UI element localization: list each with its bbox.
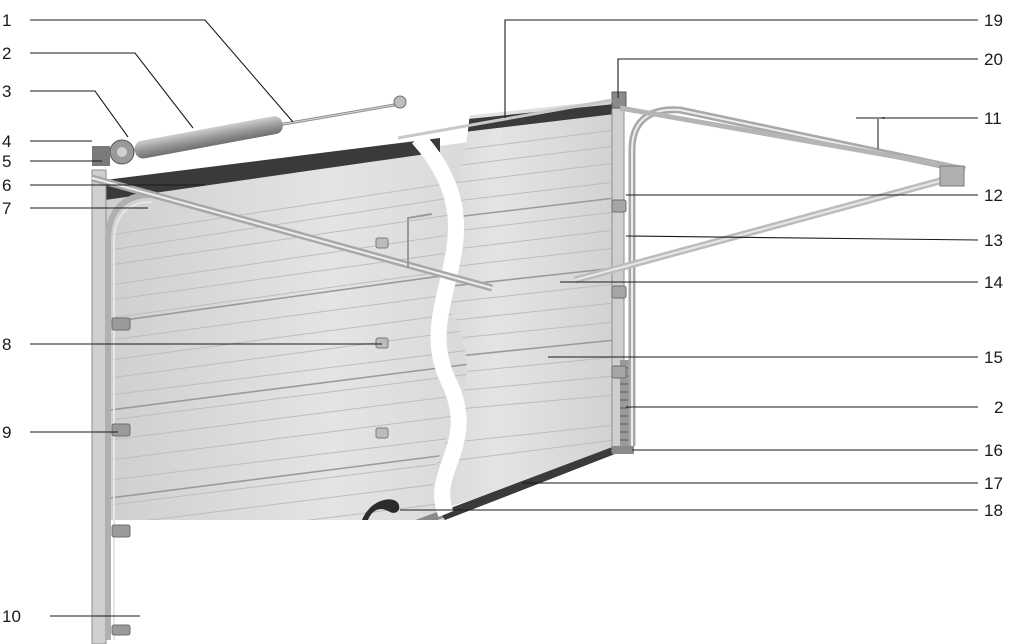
panel-ribs-right (433, 129, 616, 471)
section-cut-band (412, 132, 467, 518)
right-hinges (611, 199, 627, 379)
leader-lines (30, 19, 979, 617)
lock-rod (407, 213, 433, 268)
callout-14: 14 (984, 273, 1003, 292)
right-frame (611, 91, 634, 454)
section-joints-left (109, 271, 471, 499)
callout-18: 18 (984, 501, 1003, 520)
callout-8: 8 (2, 335, 11, 354)
callout-9: 9 (2, 423, 11, 442)
callout-15: 15 (984, 348, 1003, 367)
callout-20: 20 (984, 50, 1003, 69)
callout-7: 7 (2, 199, 11, 218)
callout-6: 6 (2, 176, 11, 195)
callouts-right: 19 20 11 12 13 14 15 2 16 17 18 (984, 11, 1003, 520)
left-frame (91, 169, 153, 644)
door-handle (362, 499, 400, 520)
section-joints-right (433, 197, 616, 365)
callout-11: 11 (984, 109, 1002, 128)
callout-16: 16 (984, 441, 1003, 460)
panel-ribs-left (109, 179, 471, 520)
callout-19: 19 (984, 11, 1003, 30)
center-hinges (375, 237, 389, 439)
callout-12: 12 (984, 186, 1003, 205)
callouts-left: 1 2 3 4 5 6 7 8 9 10 (2, 11, 21, 626)
callout-2: 2 (2, 44, 11, 63)
callout-5: 5 (2, 152, 11, 171)
callout-2-right: 2 (994, 398, 1003, 417)
callout-1: 1 (2, 11, 11, 30)
callout-10: 10 (2, 607, 21, 626)
torsion-spring (134, 116, 283, 159)
top-rail (397, 98, 613, 140)
bottom-seal-left (110, 500, 470, 520)
callout-13: 13 (984, 231, 1003, 250)
ceiling-hanger (856, 117, 885, 150)
diagonal-strut (91, 174, 493, 292)
left-hinges (111, 317, 131, 636)
horizontal-track (574, 105, 966, 446)
callout-4: 4 (2, 132, 11, 151)
bottom-seal-right (440, 446, 615, 520)
callout-3: 3 (2, 82, 11, 101)
callout-17: 17 (984, 474, 1003, 493)
